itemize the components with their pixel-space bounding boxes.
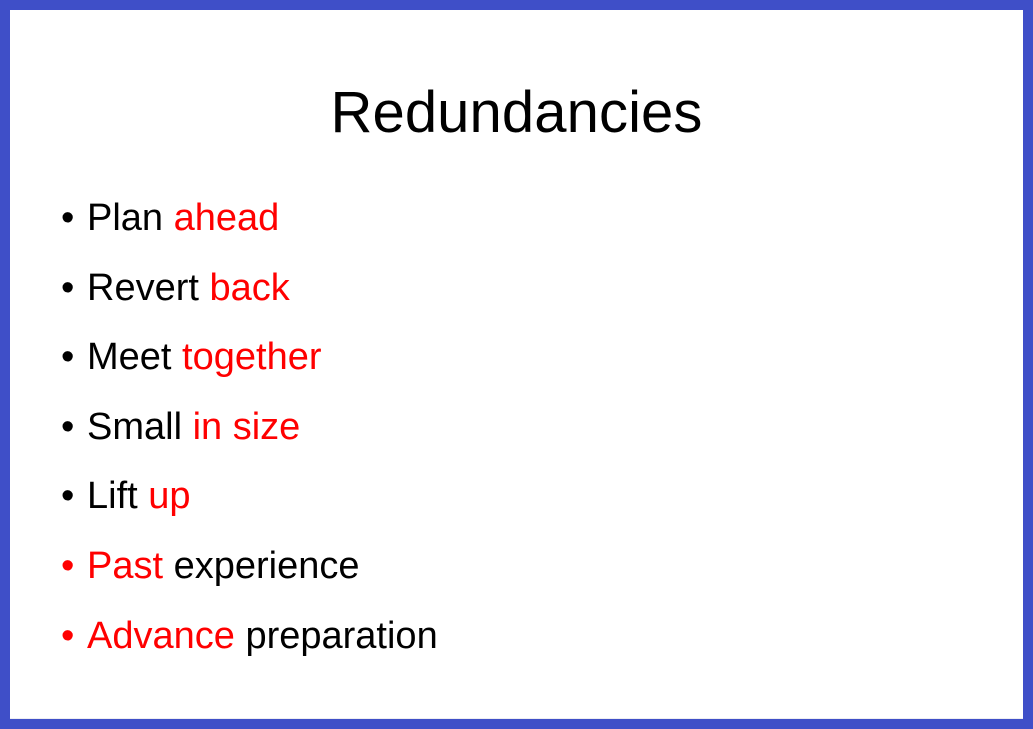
list-item-label: Past experience — [87, 532, 360, 602]
list-item-space — [163, 197, 174, 239]
list-item-word: preparation — [245, 614, 438, 657]
list-item-word: experience — [173, 544, 360, 587]
list-item: • Meet together — [50, 323, 1003, 393]
list-item-label: Plan ahead — [87, 184, 279, 254]
list-item-label: Revert back — [87, 254, 290, 324]
bullet-marker-icon: • — [61, 336, 75, 379]
list-item-label: Lift up — [87, 462, 191, 532]
list-item-word: Lift — [87, 475, 138, 518]
list-item-space — [182, 406, 193, 448]
list-item-word: Plan — [87, 197, 164, 239]
bullet-marker-icon: • — [61, 266, 75, 309]
bullet-marker-icon: • — [61, 544, 75, 587]
list-item: • Lift up — [50, 462, 1003, 532]
list-item-redundant-word: Past — [87, 544, 164, 587]
list-item-space — [199, 267, 210, 309]
list-item: • Plan ahead — [50, 184, 1003, 254]
list-item-word: Meet — [87, 336, 172, 379]
list-item: • Past experience — [50, 532, 1003, 602]
redundancies-bullet-list: • Plan ahead • Revert back • Meet together • Sm… — [50, 184, 1003, 671]
list-item-label: Meet together — [87, 323, 322, 393]
list-item: • Advance preparation — [50, 602, 1003, 672]
list-item-redundant-word: Advance — [87, 614, 235, 657]
list-item-space — [235, 615, 246, 657]
list-item-space — [171, 336, 182, 378]
list-item-word: Revert — [87, 266, 199, 309]
list-item-redundant-word: in size — [192, 405, 301, 448]
bullet-marker-icon: • — [61, 614, 75, 657]
list-item-redundant-word: back — [209, 266, 290, 309]
bullet-marker-icon: • — [61, 475, 75, 518]
list-item-word: Small — [87, 405, 183, 448]
list-item-space — [138, 475, 149, 517]
page-title: Redundancies — [330, 79, 703, 145]
list-item-redundant-word: up — [148, 475, 191, 518]
list-item-redundant-word: together — [182, 336, 322, 379]
list-item-label: Advance preparation — [87, 602, 438, 672]
slide-canvas: Redundancies • Plan ahead • Revert back • Mee… — [10, 10, 1023, 719]
list-item-redundant-word: ahead — [173, 197, 280, 239]
bullet-marker-icon: • — [61, 405, 75, 448]
list-item-label: Small in size — [87, 393, 300, 463]
bullet-marker-icon: • — [61, 197, 75, 239]
list-item-space — [163, 545, 174, 587]
list-item: • Small in size — [50, 393, 1003, 463]
list-item: • Revert back — [50, 254, 1003, 324]
